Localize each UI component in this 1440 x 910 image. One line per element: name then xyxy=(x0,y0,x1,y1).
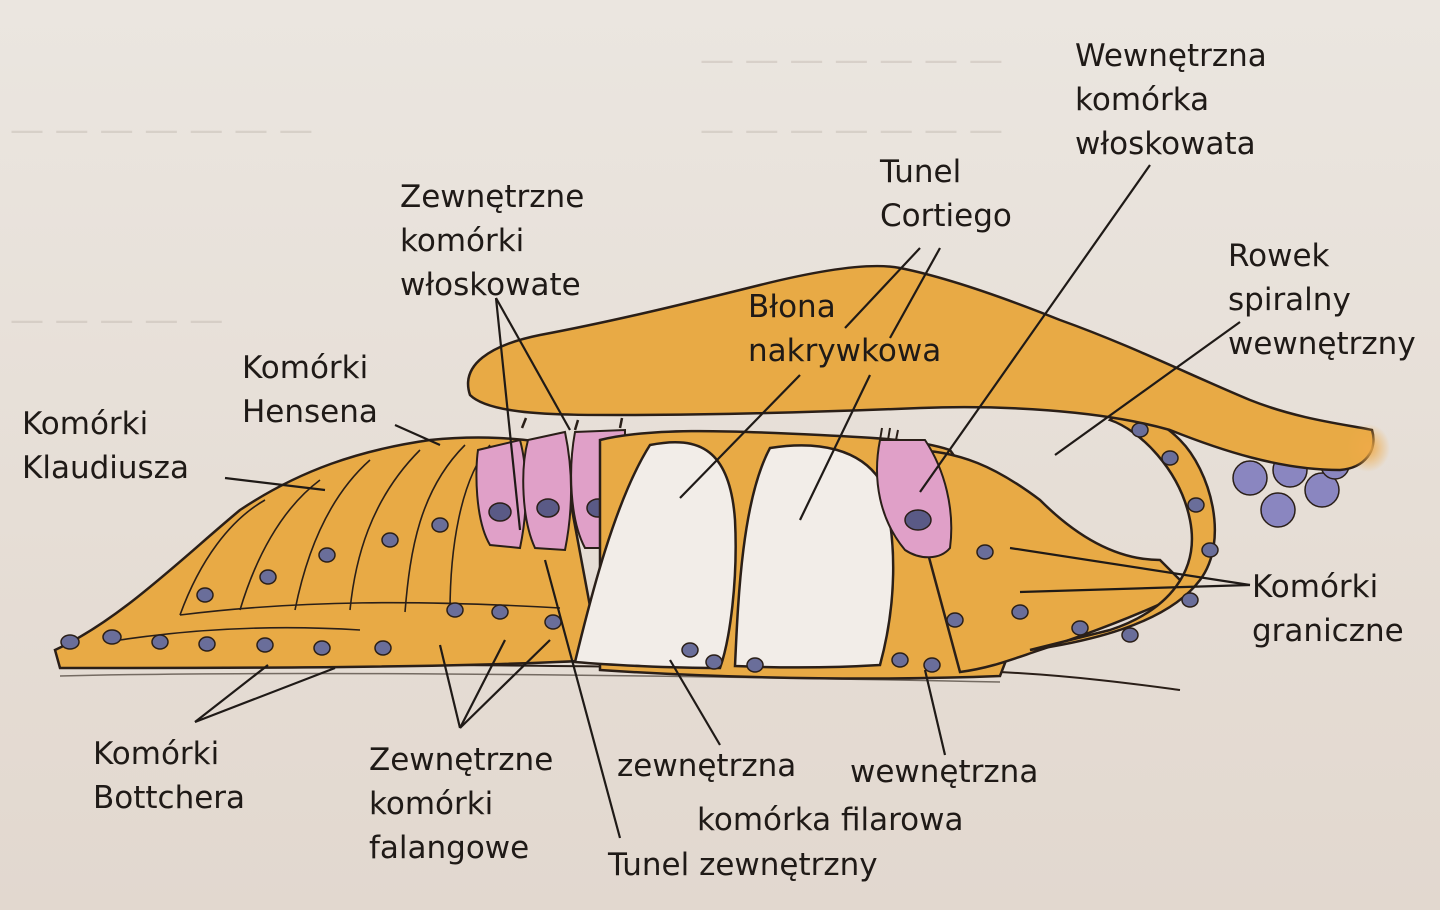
pillar-nuclei xyxy=(681,642,941,673)
stereocilia xyxy=(879,427,899,441)
label-outer-tunnel: Tunel zewnętrzny xyxy=(608,847,878,883)
label-outer-hair-cells: Zewnętrzne komórki włoskowate xyxy=(400,179,585,303)
label-tectorial-membrane: Błona nakrywkowa xyxy=(748,289,942,369)
tectorial-tip xyxy=(1346,424,1390,472)
label-inner-pillar: wewnętrzna xyxy=(850,754,1039,790)
label-outer-phalangeal-cells: Zewnętrzne komórki falangowe xyxy=(369,742,554,866)
label-inner-hair-cell: Wewnętrzna komórka włoskowata xyxy=(1075,38,1267,162)
cell-nuclei xyxy=(60,517,562,656)
label-pillar-cell: komórka filarowa xyxy=(697,802,964,838)
inner-hair-cell-nucleus xyxy=(904,509,932,531)
background-text: — — — — — — — xyxy=(700,110,1003,150)
label-hensen-cells: Komórki Hensena xyxy=(242,350,378,430)
background-text: — — — — — — — xyxy=(10,110,313,150)
background-text: — — — — — xyxy=(10,300,224,340)
background-text: — — — — — — — xyxy=(700,40,1003,80)
cell-outlines xyxy=(119,444,561,641)
label-claudius-cells: Komórki Klaudiusza xyxy=(22,406,189,486)
label-inner-spiral-sulcus: Rowek spiralny wewnętrzny xyxy=(1228,238,1416,362)
limbus-nuclei xyxy=(1131,422,1219,608)
inner-hair-cell-supports xyxy=(898,448,1193,674)
border-cell-nuclei xyxy=(946,544,1139,643)
stereocilia xyxy=(520,417,624,431)
inner-tunnel xyxy=(733,444,895,669)
leader-lines xyxy=(194,164,1251,839)
inner-hair-cell xyxy=(876,439,953,559)
tectorial-membrane xyxy=(466,264,1375,472)
label-border-cells: Komórki graniczne xyxy=(1252,569,1404,649)
label-boettcher-cells: Komórki Bottchera xyxy=(93,736,246,816)
label-tunnel-corti: Tunel Cortiego xyxy=(880,154,1012,234)
label-outer-pillar: zewnętrzna xyxy=(617,748,797,784)
